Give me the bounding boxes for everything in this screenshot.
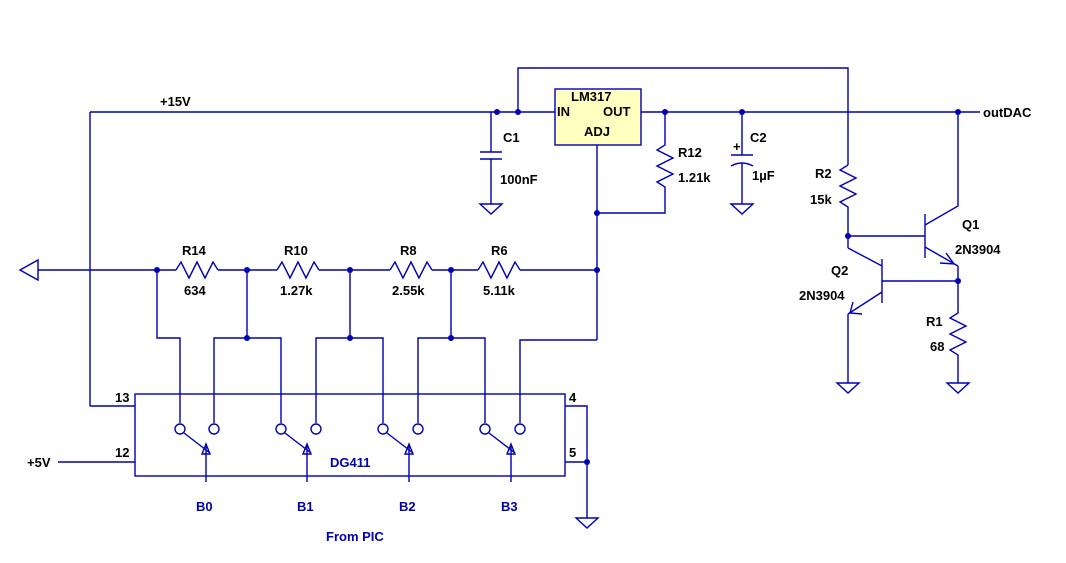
transistor-q1: Q1 2N3904	[848, 112, 1001, 282]
resistor-r2: R2 15k	[810, 164, 858, 239]
top-loop-wire	[517, 67, 849, 165]
c1-value: 100nF	[500, 172, 538, 187]
ground-icon	[945, 382, 971, 394]
ground-icon	[574, 517, 600, 529]
r14-value: 634	[184, 283, 206, 298]
r1-value: 68	[930, 339, 944, 354]
c2-ref: C2	[750, 130, 767, 145]
input-b0: B0	[196, 499, 213, 514]
input-source: From PIC	[326, 529, 384, 544]
lm317-out: OUT	[603, 104, 631, 119]
dg411-name: DG411	[330, 455, 370, 470]
v5-label: +5V	[27, 455, 51, 470]
r2-ref: R2	[815, 166, 832, 181]
c2-plus: +	[733, 139, 741, 154]
lm317-adj: ADJ	[584, 124, 610, 139]
q1-ref: Q1	[962, 217, 979, 232]
c2-value: 1µF	[752, 168, 775, 183]
bit-inputs: B0 B1 B2 B3 From PIC	[196, 499, 518, 544]
r10-value: 1.27k	[280, 283, 313, 298]
q1-part: 2N3904	[955, 242, 1001, 257]
pin-5: 5	[569, 445, 576, 460]
ground-icon	[835, 382, 861, 394]
lm317-in: IN	[557, 104, 570, 119]
r6-ref: R6	[491, 243, 508, 258]
resistor-r12: R12 1.21k	[597, 112, 711, 214]
r10-ref: R10	[284, 243, 308, 258]
ground-icon	[478, 203, 504, 215]
lm317-regulator: LM317 IN OUT ADJ	[554, 88, 642, 146]
r6-value: 5.11k	[483, 283, 516, 298]
pin-4: 4	[569, 390, 577, 405]
ground-icon	[729, 203, 755, 215]
out-rail: outDAC	[641, 105, 1032, 120]
v15-rail: +15V	[89, 94, 555, 407]
pins-4-5-ground	[565, 405, 600, 529]
r8-ref: R8	[400, 243, 417, 258]
lm317-name: LM317	[571, 89, 611, 104]
pin-12: 12	[115, 445, 129, 460]
c1-ref: C1	[503, 130, 520, 145]
r12-ref: R12	[678, 145, 702, 160]
resistor-ladder: R14 634 R10 1.27k R8 2.55k R6 5.11k	[18, 243, 597, 298]
r14-ref: R14	[182, 243, 207, 258]
resistor-r1: R1 68	[926, 282, 971, 394]
pin-13: 13	[115, 390, 129, 405]
q2-part: 2N3904	[799, 288, 845, 303]
capacitor-c2: + C2 1µF	[729, 112, 775, 215]
switch-taps	[156, 270, 597, 423]
ground-icon	[18, 258, 39, 282]
v5-supply: +5V	[27, 455, 135, 470]
out-label: outDAC	[983, 105, 1032, 120]
q2-ref: Q2	[831, 263, 848, 278]
r2-value: 15k	[810, 192, 832, 207]
capacitor-c1: C1 100nF	[478, 112, 538, 215]
input-b2: B2	[399, 499, 416, 514]
r8-value: 2.55k	[392, 283, 425, 298]
transistor-q2: Q2 2N3904	[799, 236, 961, 394]
input-b1: B1	[297, 499, 314, 514]
input-b3: B3	[501, 499, 518, 514]
adj-wire	[594, 145, 600, 340]
v15-label: +15V	[160, 94, 191, 109]
r1-ref: R1	[926, 314, 943, 329]
dg411-switch-ic: DG411 13 12 4 5	[115, 390, 577, 482]
r12-value: 1.21k	[678, 170, 711, 185]
